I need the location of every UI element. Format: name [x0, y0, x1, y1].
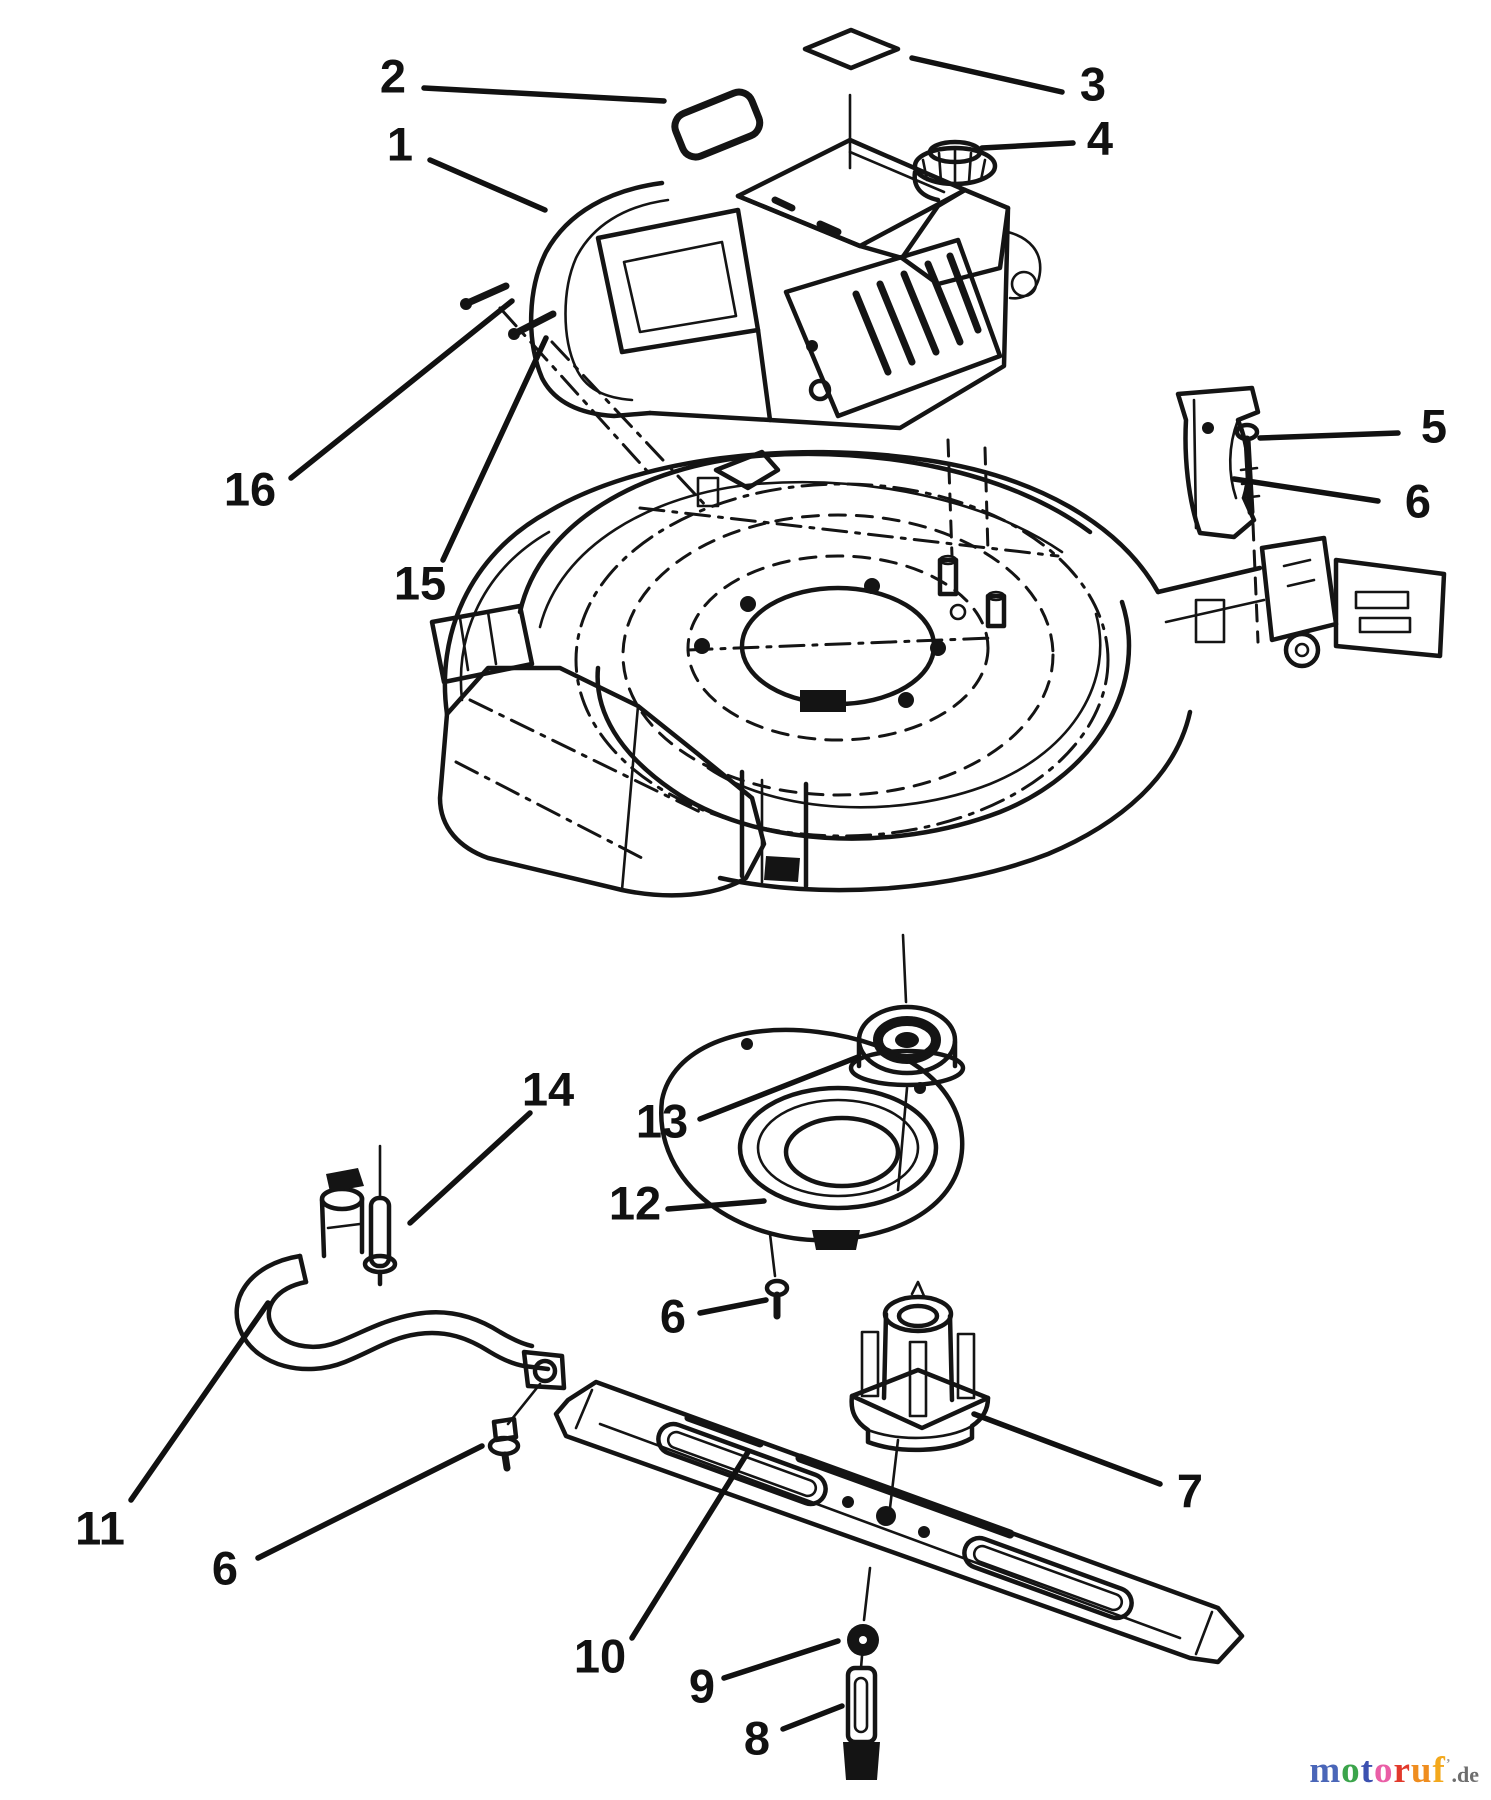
callout-label-16: 16	[224, 462, 276, 515]
callout-label-10: 10	[574, 1629, 626, 1682]
callout-label-6: 6	[660, 1289, 686, 1342]
deck-studs	[937, 554, 1007, 629]
logo-letter: u	[1410, 1750, 1433, 1791]
decal-label-diamond	[802, 27, 901, 71]
callout-label-11: 11	[75, 1501, 125, 1554]
blade-adapter-7	[849, 1280, 991, 1510]
fastener-axis-line	[550, 340, 710, 510]
callout-label-6: 6	[1405, 474, 1431, 527]
motoruf-logo[interactable]: motoruf’.de	[1309, 1749, 1479, 1792]
muffler-heat-shield	[783, 237, 1003, 419]
callout-label-6: 6	[212, 1541, 238, 1594]
bearing-pulley-13	[848, 933, 966, 1192]
logo-letter: f	[1432, 1750, 1446, 1791]
mower-deck	[429, 438, 1447, 898]
callout-label-8: 8	[744, 1711, 770, 1764]
bolt-6-right	[1234, 422, 1261, 516]
leader-line-1	[427, 157, 548, 213]
engine-top-bolts	[771, 196, 842, 236]
leader-line-10	[629, 1449, 751, 1641]
callout-label-13: 13	[636, 1094, 688, 1147]
logo-letter: ’	[1445, 1757, 1452, 1772]
callout-label-9: 9	[689, 1659, 715, 1712]
leader-line-6	[1231, 476, 1381, 504]
leader-line-12	[665, 1198, 767, 1212]
callout-label-14: 14	[522, 1062, 574, 1115]
deck-front-bracket	[429, 603, 535, 685]
callout-label-12: 12	[609, 1176, 661, 1229]
leader-line-11	[128, 1300, 271, 1503]
callout-label-5: 5	[1421, 399, 1447, 452]
callout-label-7: 7	[1177, 1464, 1203, 1517]
engine-brake-bracket-5	[1175, 385, 1261, 540]
logo-letter: t	[1360, 1750, 1374, 1791]
leader-line-4	[979, 140, 1076, 151]
brake-bracket-11	[234, 1168, 567, 1391]
leader-line-15	[440, 335, 549, 563]
leader-line-8	[780, 1703, 845, 1732]
callout-label-3: 3	[1080, 57, 1106, 110]
leader-line-13	[697, 1054, 861, 1122]
washer-9	[847, 1566, 879, 1656]
fastener-axis-line	[1251, 522, 1260, 644]
callout-label-15: 15	[394, 556, 446, 609]
screw-16	[460, 282, 510, 310]
engine-assembly	[528, 93, 1042, 431]
blade-10	[553, 1379, 1245, 1665]
deck-top-bracket	[696, 449, 781, 508]
screw-15	[508, 310, 557, 340]
screw-6-left	[487, 1382, 542, 1472]
leader-line-5	[1257, 430, 1401, 441]
logo-letter: o	[1341, 1750, 1361, 1791]
blade-cover-12	[659, 1027, 965, 1250]
callout-label-2: 2	[380, 49, 406, 102]
callout-label-4: 4	[1087, 111, 1113, 164]
logo-suffix: .de	[1451, 1762, 1480, 1787]
deck-rear-brackets	[1155, 535, 1447, 669]
leader-line-6	[697, 1297, 769, 1316]
leader-line-2	[421, 85, 667, 104]
decal-label-small	[671, 88, 764, 161]
leader-line-7	[971, 1411, 1163, 1487]
fastener-axis-line	[498, 306, 650, 474]
leader-line-3	[909, 55, 1065, 95]
deck-bottom-tabs	[739, 769, 809, 889]
blade-bolt-8	[843, 1654, 880, 1780]
logo-letter: m	[1309, 1750, 1342, 1791]
fuel-cap	[912, 139, 998, 203]
leader-line-6	[255, 1443, 485, 1561]
pin-14	[362, 1144, 398, 1287]
leader-line-14	[407, 1110, 533, 1226]
leader-line-9	[721, 1638, 841, 1681]
logo-letter: o	[1373, 1750, 1394, 1791]
screw-6-center	[764, 1232, 790, 1320]
callout-label-1: 1	[387, 117, 413, 170]
logo-letter: r	[1393, 1750, 1411, 1791]
leader-line-16	[288, 298, 515, 481]
